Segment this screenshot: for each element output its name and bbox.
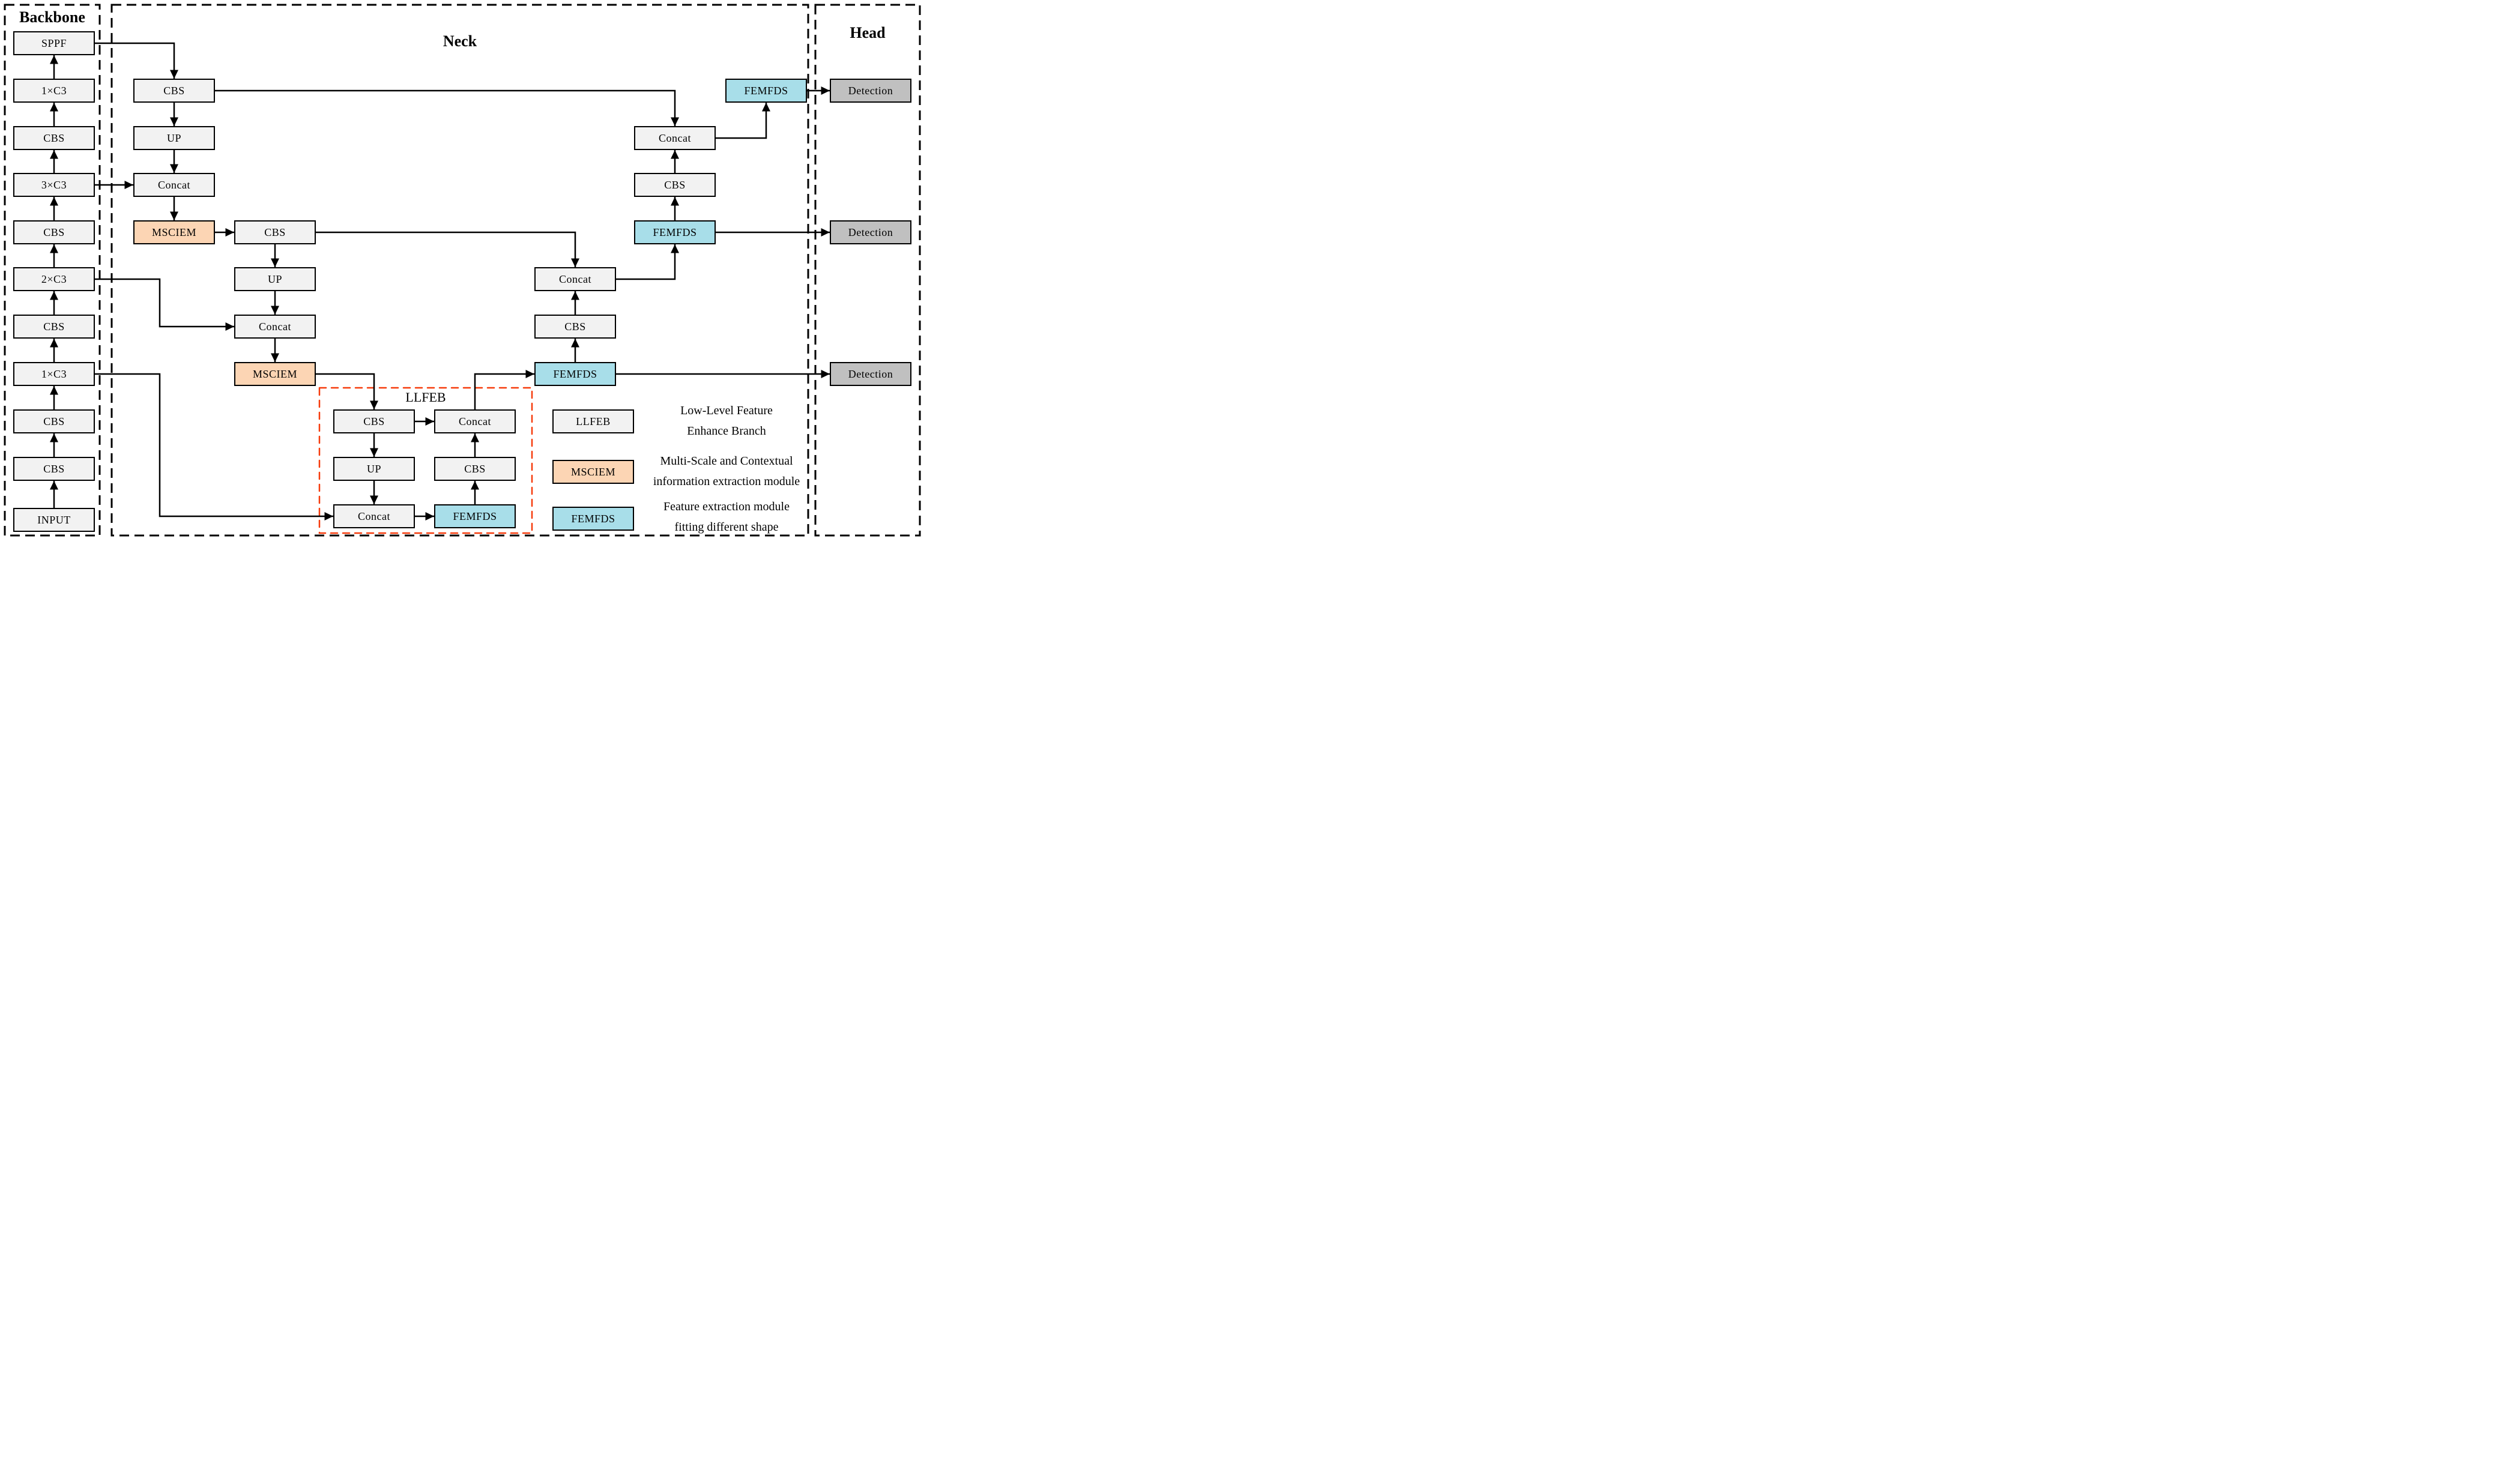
legend-llfeb-box: LLFEB xyxy=(552,409,634,433)
legend-llfeb-line1: Low-Level Feature xyxy=(680,404,773,417)
legend-msciem-box: MSCIEM xyxy=(552,460,634,484)
neck-col2-msciem: MSCIEM xyxy=(234,362,316,386)
llfeb-cbs-left: CBS xyxy=(333,409,415,433)
llfeb-cbs-right: CBS xyxy=(434,457,516,481)
llfeb-concat-right: Concat xyxy=(434,409,516,433)
legend-msciem-description: Multi-Scale and Contextual information e… xyxy=(618,451,835,492)
backbone-node-cbs-e: CBS xyxy=(13,457,95,481)
wire-msciem2-to-llfeb-cbs xyxy=(316,373,378,409)
backbone-node-cbs-d: CBS xyxy=(13,409,95,433)
neck-mid-concat: Concat xyxy=(534,267,616,291)
neck-mid-femfds: FEMFDS xyxy=(534,362,616,386)
neck-upper-femfds: FEMFDS xyxy=(634,220,716,244)
connector-layer xyxy=(4,4,921,537)
neck-upper-concat: Concat xyxy=(634,126,716,150)
neck-col1-up: UP xyxy=(133,126,215,150)
legend-msciem-line1: Multi-Scale and Contextual xyxy=(660,454,793,468)
backbone-node-1xc3-b: 1×C3 xyxy=(13,362,95,386)
neck-upper-cbs: CBS xyxy=(634,173,716,197)
legend-llfeb-description: Low-Level Feature Enhance Branch xyxy=(618,400,835,441)
llfeb-section-title: LLFEB xyxy=(405,390,446,405)
backbone-node-1xc3-a: 1×C3 xyxy=(13,79,95,103)
backbone-node-sppf: SPPF xyxy=(13,31,95,55)
wire-upper-concat-to-top-femfds xyxy=(716,103,770,139)
backbone-node-3xc3: 3×C3 xyxy=(13,173,95,197)
backbone-node-2xc3: 2×C3 xyxy=(13,267,95,291)
backbone-section-title: Backbone xyxy=(19,8,85,26)
legend-femfds-description: Feature extraction module fitting differ… xyxy=(618,496,835,537)
legend-llfeb-line2: Enhance Branch xyxy=(687,424,766,438)
head-detection-2: Detection xyxy=(830,220,911,244)
backbone-section-border xyxy=(4,4,101,537)
wire-cbs1-to-upper-concat xyxy=(215,89,679,126)
backbone-node-cbs-a: CBS xyxy=(13,126,95,150)
backbone-node-cbs-c: CBS xyxy=(13,315,95,339)
neck-col1-msciem: MSCIEM xyxy=(133,220,215,244)
legend-femfds-box: FEMFDS xyxy=(552,507,634,531)
llfeb-femfds: FEMFDS xyxy=(434,504,516,528)
head-detection-3: Detection xyxy=(830,362,911,386)
head-section-border xyxy=(814,4,921,537)
neck-col1-concat: Concat xyxy=(133,173,215,197)
llfeb-concat-left: Concat xyxy=(333,504,415,528)
wire-2xc3-to-concat2 xyxy=(95,278,234,331)
neck-col1-cbs: CBS xyxy=(133,79,215,103)
wire-llfeb-concat-to-mid-femfds xyxy=(474,370,534,409)
legend-msciem-line2: information extraction module xyxy=(653,475,800,488)
head-section-title: Head xyxy=(850,24,886,41)
wire-mid-concat-to-upper-femfds xyxy=(616,244,679,280)
neck-mid-cbs: CBS xyxy=(534,315,616,339)
backbone-node-input: INPUT xyxy=(13,508,95,532)
neck-col2-concat: Concat xyxy=(234,315,316,339)
neck-top-femfds: FEMFDS xyxy=(725,79,807,103)
llfeb-up: UP xyxy=(333,457,415,481)
wire-sppf-to-neck-cbs xyxy=(95,42,178,79)
wire-1xc3-to-llfeb-concat xyxy=(95,373,333,520)
backbone-node-cbs-b: CBS xyxy=(13,220,95,244)
wire-cbs2-to-mid-concat xyxy=(316,231,579,267)
neck-section-title: Neck xyxy=(443,32,477,50)
neck-col2-up: UP xyxy=(234,267,316,291)
neck-section-border xyxy=(110,4,809,537)
architecture-diagram: Backbone Neck Head LLFEB SPPF 1×C3 CBS 3… xyxy=(0,0,925,540)
llfeb-section-border xyxy=(318,387,533,534)
legend-femfds-line2: fitting different shape xyxy=(674,520,779,534)
neck-col2-cbs: CBS xyxy=(234,220,316,244)
legend-femfds-line1: Feature extraction module xyxy=(663,500,790,513)
head-detection-1: Detection xyxy=(830,79,911,103)
